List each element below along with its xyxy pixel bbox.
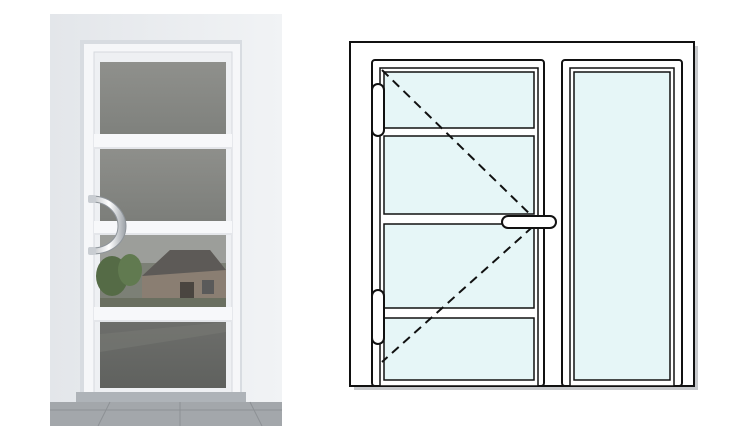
mullion-3 bbox=[94, 307, 232, 322]
left-pane-1 bbox=[383, 71, 535, 129]
mullion-2 bbox=[94, 221, 232, 235]
mullion-1 bbox=[94, 134, 232, 149]
door-drawing-svg bbox=[349, 41, 698, 390]
door-technical-drawing bbox=[348, 40, 700, 392]
glass-pane-4 bbox=[100, 322, 226, 388]
lever-handle-icon bbox=[501, 215, 557, 229]
left-pane-2 bbox=[383, 135, 535, 215]
threshold bbox=[76, 392, 246, 402]
glass-pane-1 bbox=[100, 62, 226, 134]
glass-pane-3 bbox=[96, 235, 226, 307]
hinge-icon bbox=[371, 83, 385, 137]
left-door-leaf bbox=[371, 59, 545, 387]
left-pane-4 bbox=[383, 317, 535, 381]
hinge-icon bbox=[371, 289, 385, 345]
left-pane-3 bbox=[383, 223, 535, 309]
glass-pane-2 bbox=[100, 149, 226, 221]
right-door-leaf bbox=[561, 59, 683, 387]
floor bbox=[50, 402, 282, 426]
right-pane bbox=[573, 71, 671, 381]
crescent-handle-icon bbox=[88, 195, 127, 255]
door-photo bbox=[50, 14, 282, 426]
door-photo-svg bbox=[50, 14, 282, 426]
